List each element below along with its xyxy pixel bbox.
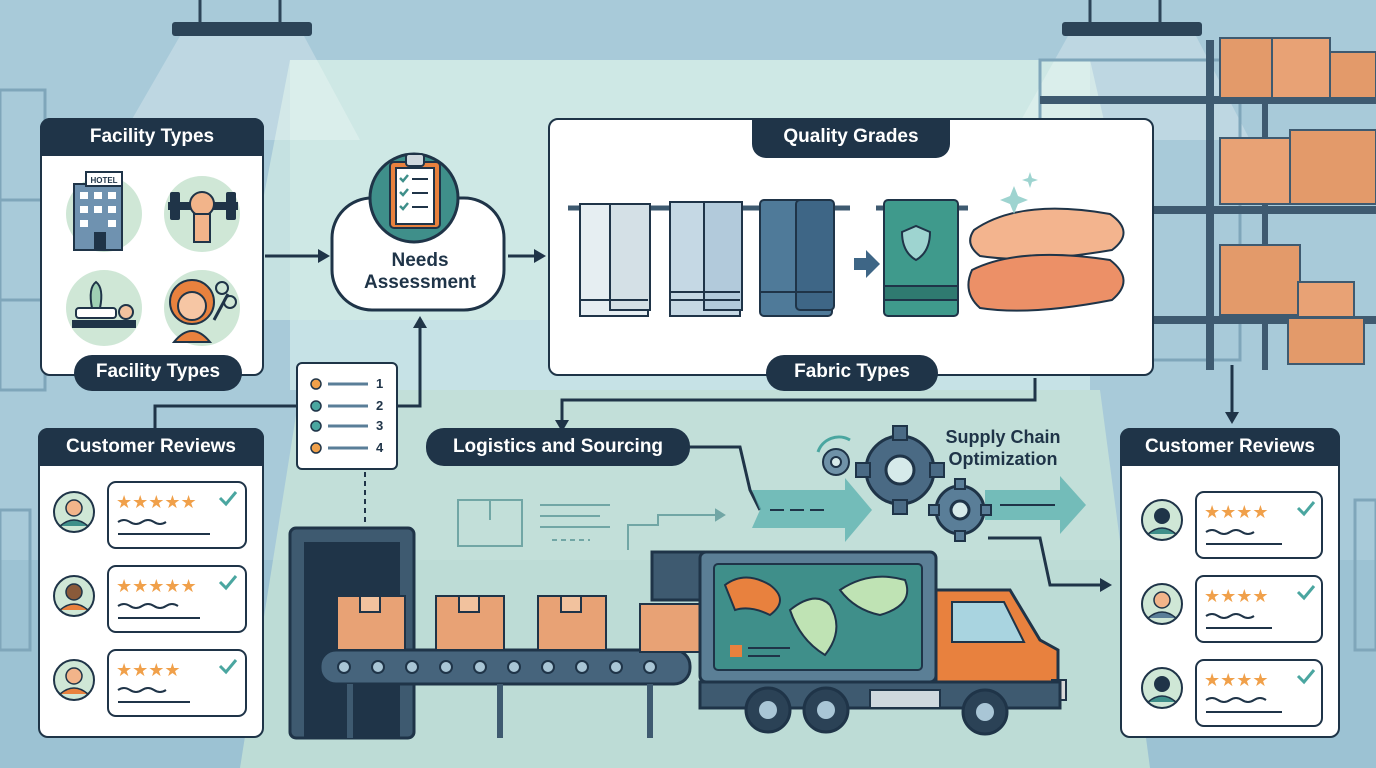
star-rating: ★★★★	[1204, 670, 1269, 690]
reviews-right-list: ★★★★ ★★★★ ★★★★	[1141, 491, 1323, 727]
facility-types-caption: Facility Types	[74, 355, 242, 391]
towel-grade-4	[883, 199, 959, 317]
checklist-card: 1 2 3 4	[296, 362, 398, 470]
towel-grades	[568, 172, 1125, 317]
supply-chain-line2: Optimization	[948, 449, 1058, 469]
towel-grade-2	[669, 201, 743, 317]
quality-grades-panel	[548, 118, 1154, 376]
towel-premium-stack	[967, 172, 1125, 312]
spa-icon	[72, 280, 136, 328]
flow-arrows	[153, 249, 1239, 592]
review-item: ★★★★	[1141, 575, 1323, 643]
review-item: ★★★★★	[53, 565, 247, 633]
fabric-types-caption: Fabric Types	[766, 355, 938, 391]
checklist-lines	[310, 378, 368, 454]
needs-assessment-label: Needs Assessment	[330, 250, 510, 294]
logistics-sourcing-label: Logistics and Sourcing	[426, 428, 690, 466]
check-icon	[1296, 669, 1316, 685]
needs-assessment-node	[330, 152, 506, 312]
hotel-sign-text: HOTEL	[90, 176, 117, 185]
hotel-icon: HOTEL	[73, 171, 123, 251]
customer-reviews-left-panel: Customer Reviews ★★★★★ ★★★★★	[38, 428, 264, 738]
checklist-number-1: 1	[376, 376, 384, 391]
towel-grade-3	[759, 199, 835, 317]
review-item: ★★★★	[1141, 491, 1323, 559]
supply-flow-arrows	[752, 476, 1086, 542]
review-item: ★★★★	[53, 649, 247, 717]
reviews-left-list: ★★★★★ ★★★★★ ★★★★	[53, 481, 247, 717]
check-icon	[1296, 501, 1316, 517]
star-rating: ★★★★	[116, 660, 181, 680]
star-rating: ★★★★★	[116, 576, 197, 596]
star-rating: ★★★★	[1204, 586, 1269, 606]
checklist-number-3: 3	[376, 418, 384, 433]
review-item: ★★★★★	[53, 481, 247, 549]
star-rating: ★★★★	[1204, 502, 1269, 522]
needs-assessment-line1: Needs	[391, 250, 449, 271]
sparkle-icon	[1000, 186, 1028, 214]
review-item: ★★★★	[1141, 659, 1323, 727]
ceiling-light-right	[1010, 0, 1250, 140]
check-icon	[218, 491, 238, 507]
salon-icon	[169, 279, 237, 343]
customer-reviews-left-title: Customer Reviews	[38, 428, 264, 466]
gear-tiny-icon	[822, 448, 850, 476]
gear-icon	[855, 425, 945, 515]
supply-chain-line1: Supply Chain	[945, 427, 1061, 447]
check-icon	[218, 659, 238, 675]
conveyor-boxes	[336, 595, 709, 653]
document-sketches	[457, 499, 726, 550]
customer-reviews-right-title: Customer Reviews	[1120, 428, 1340, 466]
needs-assessment-line2: Assessment	[364, 272, 476, 293]
customer-reviews-right-panel: Customer Reviews ★★★★ ★★★★ ★	[1120, 428, 1340, 738]
shelving-right	[1038, 37, 1376, 652]
checklist-number-4: 4	[376, 440, 384, 455]
towel-grade-1	[579, 203, 651, 317]
ceiling-light-left	[120, 0, 360, 140]
star-rating: ★★★★★	[116, 492, 197, 512]
shield-icon	[900, 224, 932, 262]
facility-icons: HOTEL	[66, 171, 240, 346]
check-icon	[218, 575, 238, 591]
delivery-truck	[650, 550, 1067, 736]
facility-types-title: Facility Types	[40, 118, 264, 156]
check-icon	[1296, 585, 1316, 601]
quality-grades-title: Quality Grades	[752, 118, 950, 158]
dumbbell-icon	[168, 191, 238, 243]
gear-small-icon	[928, 478, 992, 542]
checklist-number-2: 2	[376, 398, 384, 413]
clipboard-icon	[389, 153, 441, 229]
facility-types-panel: Facility Types HOTEL	[40, 118, 264, 376]
supply-chain-label: Supply Chain Optimization	[935, 426, 1071, 470]
